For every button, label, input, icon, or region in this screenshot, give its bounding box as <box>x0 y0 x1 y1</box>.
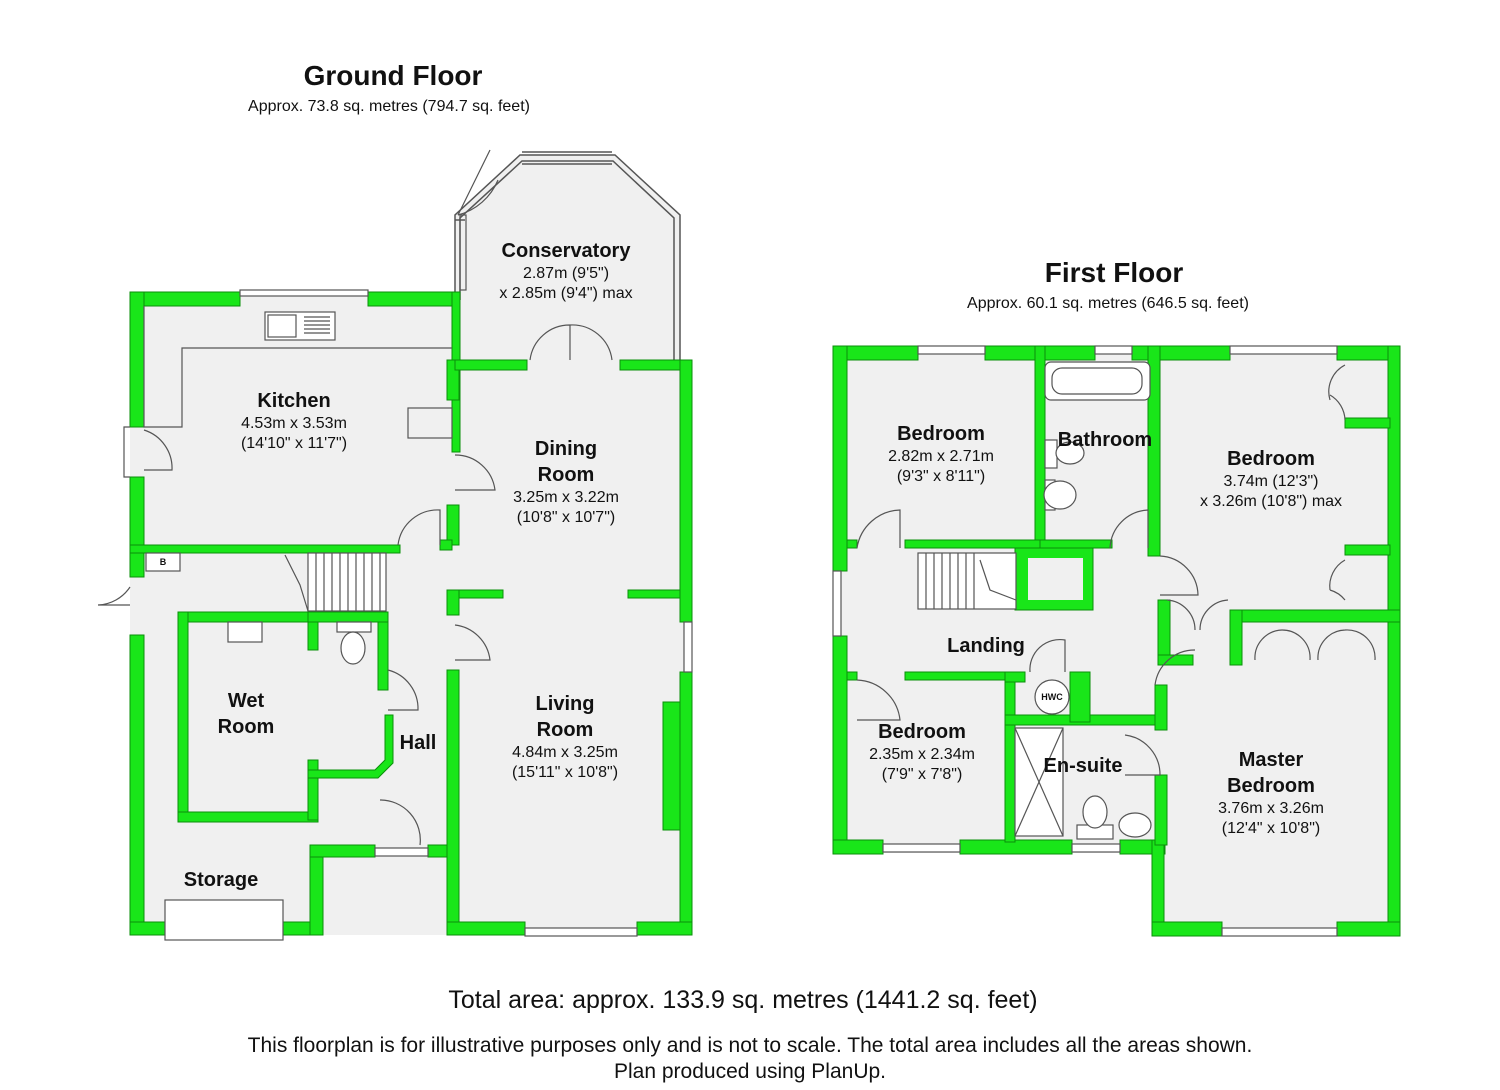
room-label-dining-room: Dining Room 3.25m x 3.22m (10'8" x 10'7"… <box>513 438 619 526</box>
disclaimer-line-2: Plan produced using PlanUp. <box>613 1060 887 1083</box>
hwc-tag: HWC <box>1041 692 1063 702</box>
first-floor-walls <box>832 345 1401 937</box>
first-floor-area: Approx. 60.1 sq. metres (646.5 sq. feet) <box>967 295 1249 312</box>
room-label-wet-room: Wet Room <box>217 690 275 738</box>
total-area: Total area: approx. 133.9 sq. metres (14… <box>448 986 1038 1014</box>
room-label-conservatory: Conservatory 2.87m (9'5") x 2.85m (9'4")… <box>499 240 633 302</box>
first-floor-title: First Floor <box>1044 257 1184 288</box>
disclaimer-line-1: This floorplan is for illustrative purpo… <box>247 1034 1253 1057</box>
room-label-bathroom: Bathroom <box>1057 429 1153 451</box>
boiler-tag: B <box>159 557 167 567</box>
room-label-kitchen: Kitchen 4.53m x 3.53m (14'10" x 11'7") <box>240 390 348 452</box>
room-label-master-bedroom: Master Bedroom 3.76m x 3.26m (12'4" x 10… <box>1218 749 1324 837</box>
room-label-bedroom-3: Bedroom 3.74m (12'3") x 3.26m (10'8") ma… <box>1199 448 1343 510</box>
plan-details <box>97 149 1376 941</box>
room-label-hall: Hall <box>399 732 437 754</box>
room-label-living-room: Living Room 4.84m x 3.25m (15'11" x 10'8… <box>511 693 619 781</box>
room-label-bedroom-2: Bedroom 2.82m x 2.71m (9'3" x 8'11") <box>888 423 994 485</box>
room-label-en-suite: En-suite <box>1043 755 1123 777</box>
ground-floor-area: Approx. 73.8 sq. metres (794.7 sq. feet) <box>248 98 530 115</box>
room-label-bedroom-4: Bedroom 2.35m x 2.34m (7'9" x 7'8") <box>869 721 975 783</box>
room-label-landing: Landing <box>947 635 1025 657</box>
ground-floor-walls <box>129 291 693 936</box>
room-label-storage: Storage <box>183 869 259 891</box>
ground-floor-title: Ground Floor <box>303 60 483 91</box>
